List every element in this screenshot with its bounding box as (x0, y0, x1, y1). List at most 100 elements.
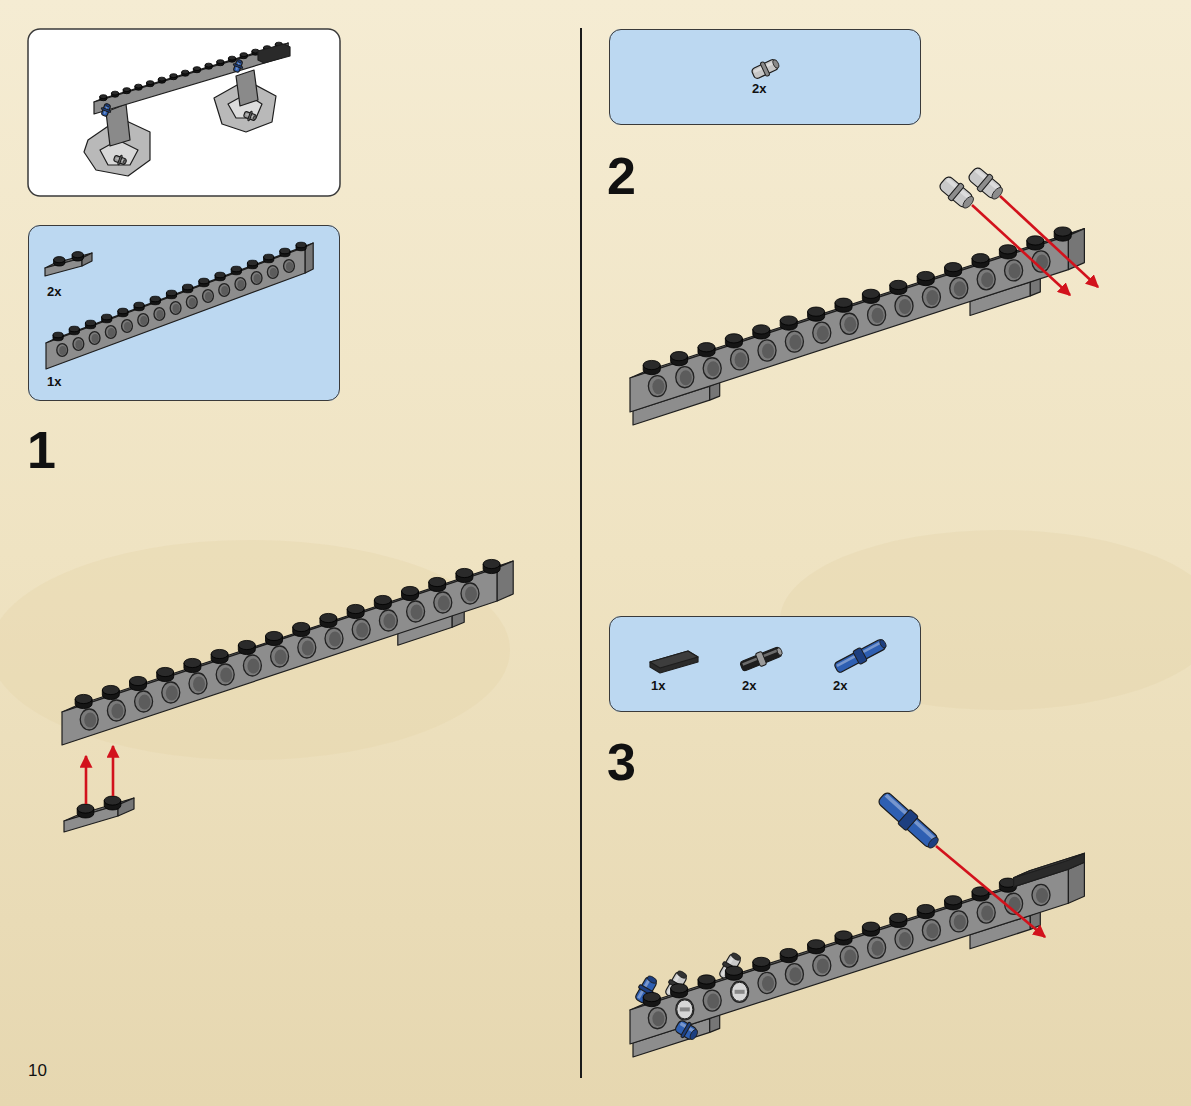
stud-top (753, 325, 770, 334)
beam-hole-inner (156, 310, 163, 319)
stud-top (104, 796, 121, 805)
beam-hole (977, 269, 995, 290)
beam-hole (284, 260, 295, 273)
beam-hole-inner (707, 361, 719, 376)
stud-top (170, 74, 177, 78)
technic-pin (243, 111, 256, 121)
beam-hole-inner (383, 614, 395, 629)
blue-pin-end (673, 1018, 700, 1044)
blue-pin (101, 103, 111, 116)
beam-hole-inner (286, 262, 293, 271)
tile-top (1014, 853, 1085, 878)
beam-hole-inner (762, 343, 774, 358)
beam-hole (758, 340, 776, 361)
beam-hole (243, 655, 261, 676)
stud-top (69, 326, 79, 332)
stud-top (54, 257, 65, 263)
blue-pin (231, 58, 245, 73)
blue-pin (233, 59, 243, 72)
stud-top (102, 685, 119, 694)
beam-hole-inner (108, 328, 115, 337)
beam-hole-inner (1036, 888, 1048, 903)
technic-pin (253, 115, 257, 120)
stud-top (296, 242, 306, 248)
beam-hole (325, 628, 343, 649)
stud-top (725, 966, 742, 975)
beam-hole (922, 287, 940, 308)
beam-hole (271, 646, 289, 667)
blue-pin (99, 102, 113, 117)
stud-top (215, 272, 225, 278)
technic-pin (664, 971, 687, 1000)
stud-top (456, 568, 473, 577)
stud-top (228, 56, 235, 60)
beam-hole-inner (954, 281, 966, 296)
tile-icon (650, 651, 698, 673)
beam-hole (1032, 884, 1050, 905)
stud-top (130, 676, 147, 685)
stud-top (134, 302, 144, 308)
stud-top (157, 667, 174, 676)
technic-pin (947, 183, 964, 202)
beam-hole (977, 902, 995, 923)
stud-top (85, 320, 95, 326)
part-count: 2x (47, 285, 61, 299)
beam-hole-inner (411, 605, 423, 620)
stud-top (72, 252, 83, 258)
beam-hole (676, 367, 694, 388)
beam-hole-inner (193, 677, 205, 692)
technic-pin (117, 155, 122, 165)
beam-hole-inner (899, 299, 911, 314)
beam-hole (895, 928, 913, 949)
stud-top (671, 984, 688, 993)
beam-hole-inner (735, 352, 747, 367)
beam-hole (122, 320, 133, 333)
technic-pin (113, 155, 126, 165)
step-number: 3 (607, 736, 636, 788)
blue-pin (233, 63, 243, 68)
beam-hole-inner (954, 914, 966, 929)
beam-hole-inner (220, 668, 232, 683)
beam-hole-inner (111, 704, 123, 719)
background-haze (0, 540, 510, 760)
beam-hole (922, 920, 940, 941)
beam-hole (189, 673, 207, 694)
part-count: 2x (833, 679, 847, 693)
technic-pin (976, 174, 993, 193)
beam-hole (868, 304, 886, 325)
stud-top (102, 314, 112, 320)
stud-top (725, 334, 742, 343)
beam-hole (731, 349, 749, 370)
beam-front (630, 236, 1068, 412)
beam-hole (379, 610, 397, 631)
beam-hole-inner (237, 280, 244, 289)
stud-top (917, 904, 934, 913)
pin-icon (760, 61, 770, 76)
technic-beam (62, 559, 513, 745)
beam-hole (135, 691, 153, 712)
beam-hole-inner (356, 623, 368, 638)
blue-pin-icon (836, 641, 881, 667)
stud-top (205, 63, 212, 67)
beam-hole (267, 266, 278, 279)
step-number: 1 (27, 424, 56, 476)
assembly-arrow (112, 746, 115, 796)
stud-top (698, 975, 715, 984)
tile-icon-top (650, 651, 698, 668)
beam-hole-inner (221, 286, 228, 295)
technic-pin (676, 970, 687, 980)
technic-pin (730, 952, 741, 962)
blue-pin (101, 107, 111, 112)
beam-hole-inner (75, 340, 82, 349)
beam-hole (895, 295, 913, 316)
beam-hole-inner (789, 335, 801, 350)
assembly-arrow (972, 205, 1070, 295)
beam-hole (434, 592, 452, 613)
page-number: 10 (28, 1062, 47, 1079)
beam-hole-inner (707, 994, 719, 1009)
assembly-arrow (936, 846, 1045, 937)
beam-hole-inner (844, 317, 856, 332)
step-1-illustration (62, 559, 513, 832)
blue-pin (876, 790, 942, 852)
stud-top (193, 67, 200, 71)
